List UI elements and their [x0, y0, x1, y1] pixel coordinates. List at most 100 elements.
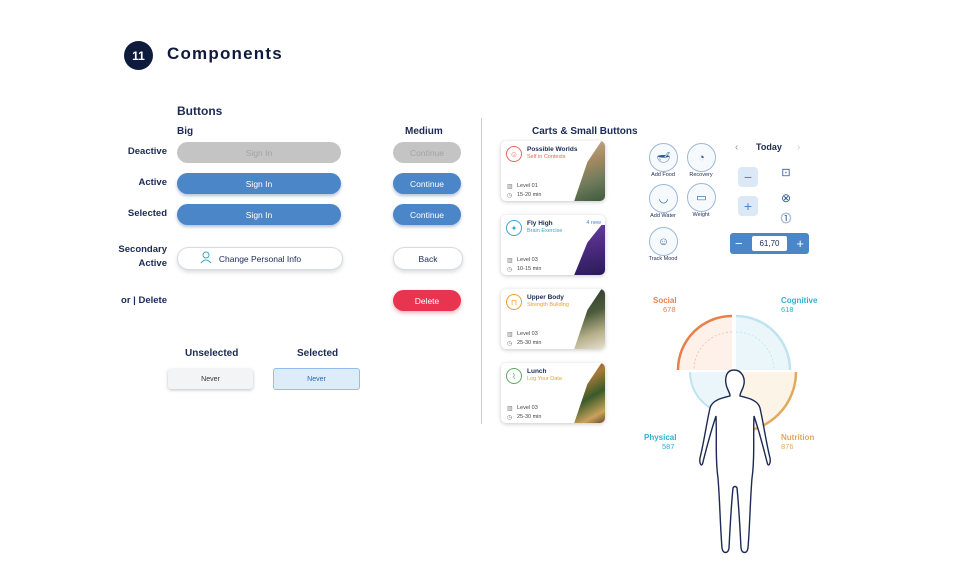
- card-image: [574, 289, 605, 349]
- level-icon: ▥: [507, 258, 513, 264]
- cognitive-label: Cognitive: [781, 296, 818, 305]
- chevron-left-icon[interactable]: ‹: [735, 142, 739, 153]
- continue-button-active[interactable]: Continue: [393, 173, 461, 194]
- delete-button[interactable]: Delete: [393, 290, 461, 311]
- minus-icon: −: [743, 169, 753, 185]
- row-label-secondary: Secondary Active: [97, 243, 167, 271]
- card-title: Fly High: [527, 220, 553, 227]
- scan-icon[interactable]: ⊡: [781, 167, 791, 179]
- water-cup-icon: ◡: [658, 193, 669, 205]
- medium-column-label: Medium: [405, 126, 443, 137]
- date-label: Today: [756, 142, 782, 152]
- card-possible-worlds[interactable]: ☺ Possible Worlds Self in Contexts ▥ Lev…: [501, 141, 605, 201]
- close-circle-icon[interactable]: ⊗: [780, 191, 792, 205]
- card-duration: 25-30 min: [517, 414, 542, 420]
- unselected-label: Unselected: [185, 348, 239, 359]
- card-subtitle: Brain Exercise: [527, 228, 563, 234]
- recovery-label: Recovery: [689, 172, 713, 178]
- brain-icon: ☺: [506, 146, 522, 162]
- change-personal-info-button[interactable]: Change Personal Info: [177, 247, 343, 270]
- buttons-section-title: Buttons: [177, 104, 223, 118]
- mood-icon: ☺: [657, 235, 670, 248]
- sign-in-button-active[interactable]: Sign In: [177, 173, 341, 194]
- card-title: Possible Worlds: [527, 146, 578, 153]
- never-chip-unselected[interactable]: Never: [168, 369, 253, 389]
- level-icon: ▥: [507, 184, 513, 190]
- big-column-label: Big: [177, 126, 194, 137]
- row-label-active: Active: [138, 177, 167, 188]
- row-label-secondary-line2: Active: [138, 258, 167, 269]
- section-divider: [481, 118, 482, 424]
- card-level: Level 01: [517, 183, 538, 189]
- social-quadrant: [676, 314, 733, 371]
- social-label: Social: [653, 296, 677, 305]
- bird-icon: ✦: [506, 220, 522, 236]
- nutrition-value: 876: [781, 442, 794, 451]
- meal-icon[interactable]: ⓵: [780, 213, 792, 225]
- food-bowl-icon: 🥣︎: [656, 152, 671, 164]
- clock-icon: ◷: [507, 193, 513, 199]
- level-icon: ▥: [507, 406, 513, 412]
- plus-button[interactable]: +: [738, 196, 758, 216]
- weight-label: Weight: [692, 212, 710, 218]
- card-subtitle: Strength Building: [527, 302, 569, 308]
- dumbbell-icon: ⊓: [506, 294, 522, 310]
- continue-button-selected[interactable]: Continue: [393, 204, 461, 225]
- card-duration: 15-20 min: [517, 192, 542, 198]
- card-level: Level 03: [517, 331, 538, 337]
- stepper-value[interactable]: 61,70: [752, 236, 787, 251]
- card-title: Upper Body: [527, 294, 564, 301]
- clock-icon: ◷: [507, 341, 513, 347]
- body-outline-icon: [699, 369, 771, 554]
- clock-icon: ◷: [507, 267, 513, 273]
- stepper-plus-icon[interactable]: +: [796, 236, 804, 251]
- selected-label: Selected: [297, 348, 339, 359]
- card-image: [574, 225, 605, 275]
- card-subtitle: Log Your Data: [527, 376, 562, 382]
- card-image: [574, 363, 605, 423]
- continue-button-deactive[interactable]: Continue: [393, 142, 461, 163]
- clock-icon: ◷: [507, 415, 513, 421]
- social-value: 678: [663, 305, 676, 314]
- page-title: Components: [167, 44, 283, 63]
- row-label-secondary-line1: Secondary: [118, 244, 167, 255]
- add-water-label: Add Water: [650, 213, 676, 219]
- row-label-deactive: Deactive: [127, 146, 167, 157]
- back-button[interactable]: Back: [393, 247, 463, 270]
- card-lunch[interactable]: ⌇ Lunch Log Your Data ▥ Level 03 ◷ 25-30…: [501, 363, 605, 423]
- change-personal-info-label: Change Personal Info: [218, 253, 302, 264]
- user-icon: [200, 251, 212, 266]
- section-number-badge: 11: [124, 41, 153, 70]
- track-mood-label: Track Mood: [648, 256, 678, 262]
- new-badge: 4 new: [586, 220, 601, 226]
- carts-section-title: Carts & Small Buttons: [532, 126, 638, 137]
- wellness-quadrant-chart: [676, 314, 798, 554]
- card-subtitle: Self in Contexts: [527, 154, 566, 160]
- card-fly-high[interactable]: ✦ Fly High Brain Exercise 4 new ▥ Level …: [501, 215, 605, 275]
- physical-label: Physical: [644, 433, 677, 442]
- scale-icon: ▭: [696, 192, 707, 204]
- row-label-delete: or | Delete: [121, 295, 167, 306]
- never-chip-selected[interactable]: Never: [273, 368, 360, 390]
- track-mood-button[interactable]: ☺: [649, 227, 678, 256]
- recovery-icon: ◔: [698, 151, 705, 164]
- cognitive-value: 618: [781, 305, 794, 314]
- card-title: Lunch: [527, 368, 547, 375]
- weight-button[interactable]: ▭: [687, 183, 716, 212]
- stepper-minus-icon[interactable]: −: [735, 236, 743, 251]
- sign-in-button-selected[interactable]: Sign In: [177, 204, 341, 225]
- minus-button[interactable]: −: [738, 167, 758, 187]
- add-water-button[interactable]: ◡: [649, 184, 678, 213]
- card-upper-body[interactable]: ⊓ Upper Body Strength Building ▥ Level 0…: [501, 289, 605, 349]
- cognitive-quadrant: [735, 314, 792, 371]
- recovery-button[interactable]: ◔: [687, 143, 716, 172]
- card-level: Level 03: [517, 257, 538, 263]
- card-duration: 10-15 min: [517, 266, 542, 272]
- chevron-right-icon[interactable]: ›: [797, 142, 801, 153]
- add-food-button[interactable]: 🥣︎: [649, 143, 678, 172]
- row-label-selected: Selected: [127, 208, 167, 219]
- sign-in-button-deactive[interactable]: Sign In: [177, 142, 341, 163]
- card-duration: 25-30 min: [517, 340, 542, 346]
- physical-value: 587: [662, 442, 675, 451]
- card-level: Level 03: [517, 405, 538, 411]
